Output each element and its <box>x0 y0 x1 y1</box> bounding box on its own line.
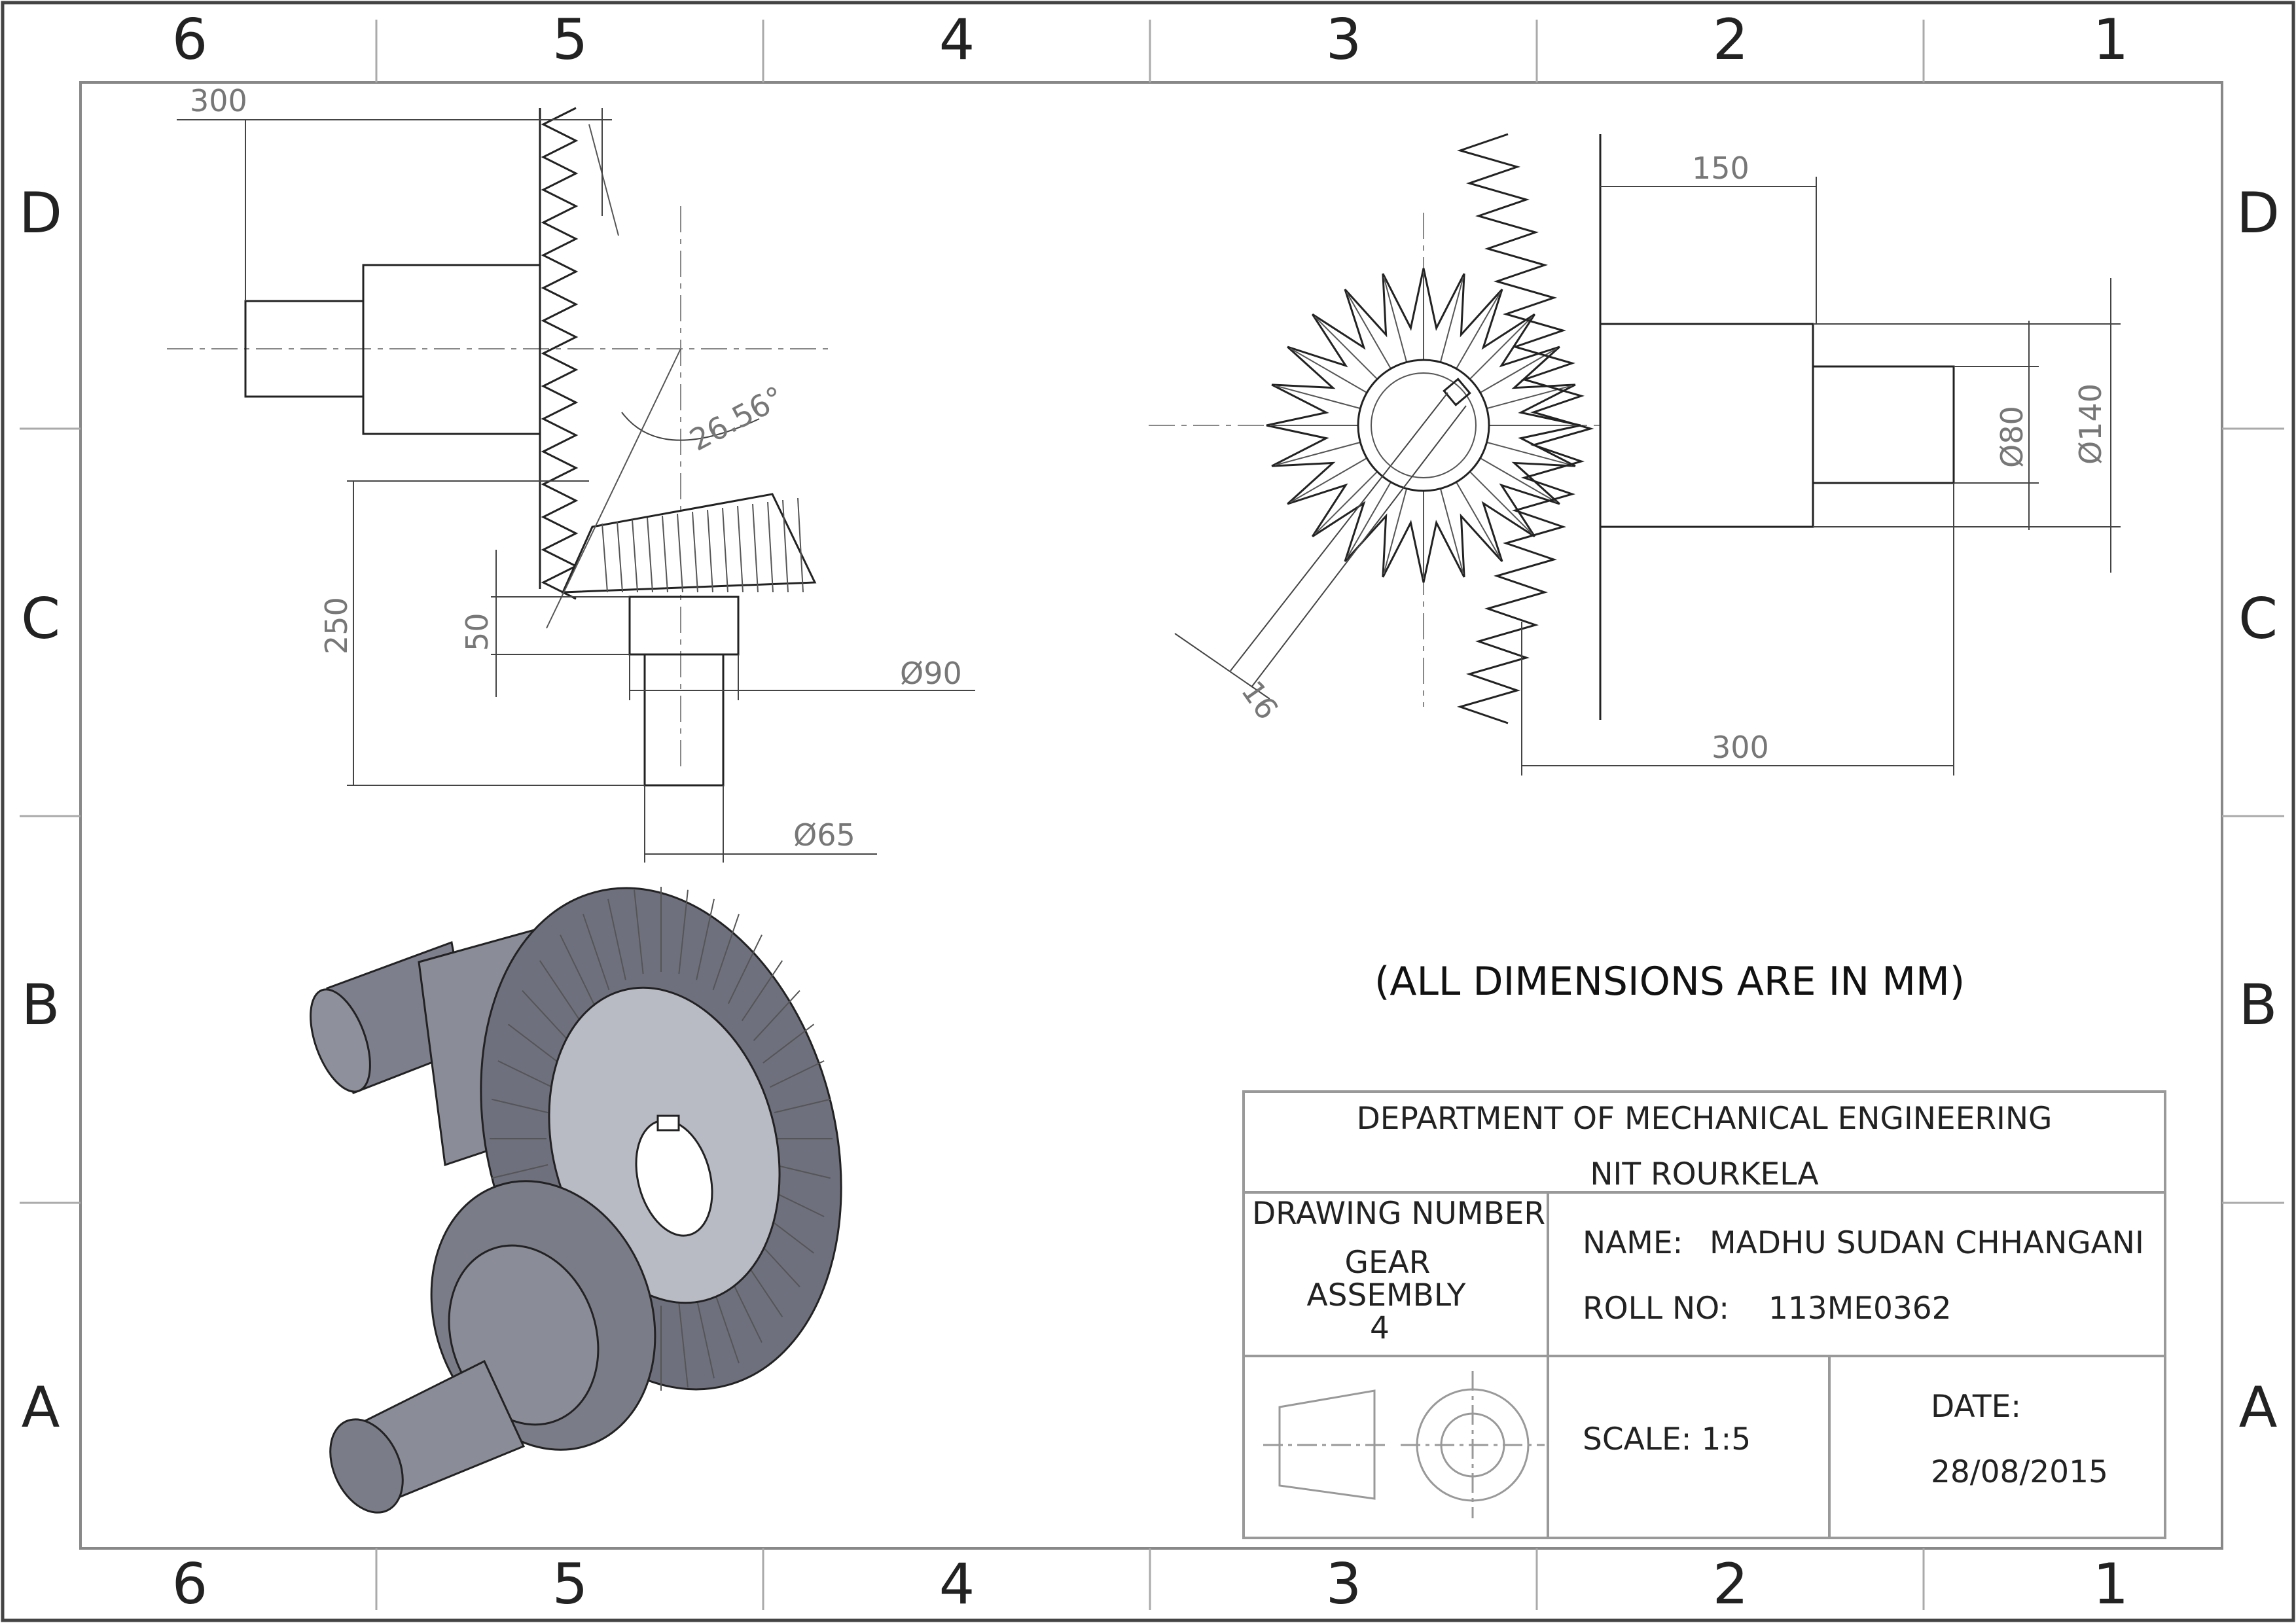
zone-top-4: 4 <box>939 7 975 73</box>
large-gear-teeth <box>541 107 579 600</box>
side-view: 150 300 Ø80 Ø140 16 <box>1149 133 2121 776</box>
units-note: (ALL DIMENSIONS ARE IN MM) <box>1374 959 1965 1005</box>
zone-top-6: 6 <box>172 7 208 73</box>
dim-300-side: 300 <box>1712 730 1769 765</box>
zone-top-2: 2 <box>1713 7 1749 73</box>
zone-left-a: A <box>22 1375 60 1440</box>
zone-top-3: 3 <box>1326 7 1362 73</box>
dia-140: Ø140 <box>2073 383 2108 465</box>
zone-left-d: D <box>19 181 62 246</box>
name-label: NAME: <box>1583 1225 1683 1261</box>
zone-bottom-3: 3 <box>1326 1552 1362 1617</box>
side-gear-teeth <box>1457 133 1594 724</box>
institute-name: NIT ROURKELA <box>1590 1156 1818 1192</box>
drawing-number-line-3: 4 <box>1370 1310 1390 1346</box>
front-view: 300 250 50 Ø90 Ø65 26.56° <box>167 83 975 863</box>
drawing-number-line-2: ASSEMBLY <box>1307 1277 1466 1313</box>
zone-left-c: C <box>21 586 60 652</box>
zone-bottom-4: 4 <box>939 1552 975 1617</box>
dia-65: Ø65 <box>793 817 855 853</box>
zone-right-b: B <box>2239 972 2278 1038</box>
zone-top-1: 1 <box>2093 7 2129 73</box>
drawing-number-label: DRAWING NUMBER <box>1252 1196 1545 1232</box>
date-value: 28/08/2015 <box>1931 1454 2108 1490</box>
zone-bottom-5: 5 <box>552 1552 588 1617</box>
roll-label: ROLL NO: <box>1583 1291 1729 1327</box>
zone-bottom-2: 2 <box>1713 1552 1749 1617</box>
zone-right-d: D <box>2236 181 2280 246</box>
dia-80: Ø80 <box>1994 406 2030 468</box>
zone-bottom-6: 6 <box>172 1552 208 1617</box>
dim-150: 150 <box>1692 151 1749 186</box>
roll-value: 113ME0362 <box>1768 1291 1952 1327</box>
pinion-gear <box>561 493 817 594</box>
name-value: MADHU SUDAN CHHANGANI <box>1710 1225 2144 1261</box>
title-block: DEPARTMENT OF MECHANICAL ENGINEERING NIT… <box>1242 1090 2166 1539</box>
date-label: DATE: <box>1931 1389 2021 1425</box>
dia-90: Ø90 <box>900 656 962 691</box>
zone-right-a: A <box>2239 1375 2278 1440</box>
zone-right-c: C <box>2238 586 2278 652</box>
dim-250: 250 <box>319 597 354 654</box>
scale: SCALE: 1:5 <box>1583 1421 1751 1457</box>
zone-bottom-1: 1 <box>2093 1552 2129 1617</box>
dim-300-front: 300 <box>190 83 247 118</box>
zone-left-b: B <box>22 972 60 1038</box>
drawing-number-line-1: GEAR <box>1345 1245 1431 1281</box>
zone-top-5: 5 <box>552 7 588 73</box>
dim-50: 50 <box>459 613 495 651</box>
zone-ticks <box>20 20 2284 1610</box>
isometric-view <box>310 887 842 1514</box>
dept-name: DEPARTMENT OF MECHANICAL ENGINEERING <box>1357 1101 2053 1137</box>
projection-symbol-icon <box>1263 1371 1545 1518</box>
